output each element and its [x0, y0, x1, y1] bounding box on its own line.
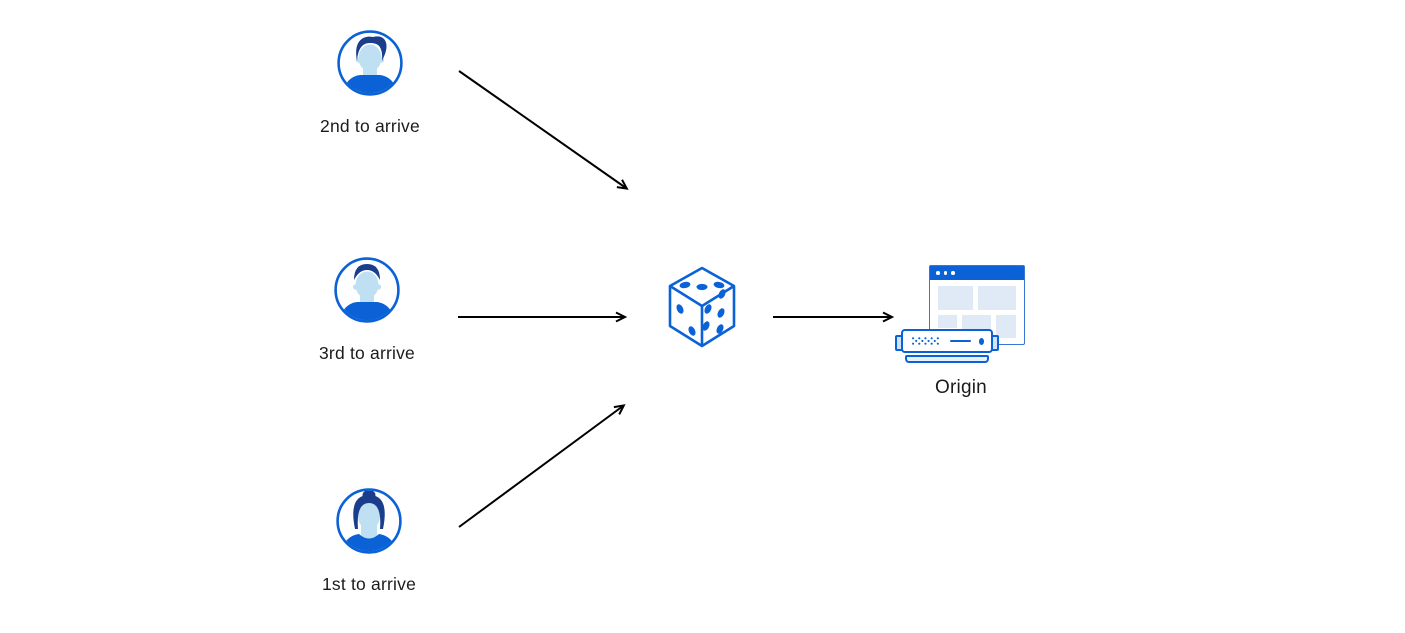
window-dot-icon	[936, 271, 940, 275]
user-avatar-male-icon	[334, 257, 400, 323]
node-random-picker	[666, 264, 738, 350]
user-avatar-male-icon	[337, 30, 403, 96]
content-block	[978, 286, 1016, 310]
dice-icon	[668, 266, 736, 348]
node-label-origin: Origin	[935, 377, 987, 398]
node-user-3rd: 3rd to arrive	[297, 256, 437, 364]
content-block	[938, 286, 973, 310]
arrow-user-1st-to-dice	[458, 404, 626, 528]
node-label-user-2nd: 2nd to arrive	[320, 116, 420, 136]
server-body	[901, 329, 993, 353]
content-block	[938, 315, 957, 328]
node-label-user-1st: 1st to arrive	[321, 574, 417, 594]
server-tray	[905, 355, 989, 363]
window-dot-icon	[943, 271, 947, 275]
content-block	[996, 315, 1016, 338]
node-label-user-3rd: 3rd to arrive	[319, 343, 415, 363]
browser-topbar	[930, 266, 1024, 280]
server-line	[950, 339, 971, 343]
window-dot-icon	[951, 271, 955, 275]
user-avatar-female-icon	[336, 488, 402, 554]
node-origin: Origin	[895, 263, 1027, 408]
arrow-user-2nd-to-dice	[458, 70, 629, 190]
node-user-2nd: 2nd to arrive	[300, 29, 440, 137]
server-icon	[895, 327, 999, 365]
node-user-1st: 1st to arrive	[299, 487, 439, 595]
server-led-icon	[978, 337, 984, 345]
server-vent-dots	[912, 337, 939, 345]
